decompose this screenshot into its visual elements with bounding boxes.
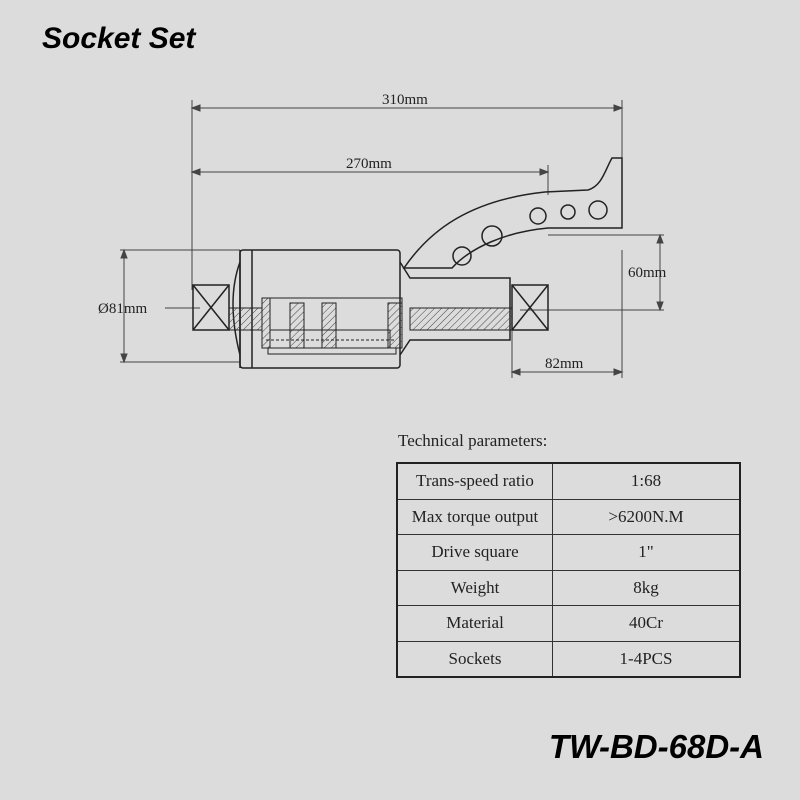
table-row: Trans-speed ratio 1:68 <box>396 462 741 500</box>
dim-height: 60mm <box>628 265 667 281</box>
dim-diameter: Ø81mm <box>98 301 148 317</box>
param-value: 40Cr <box>552 605 741 642</box>
table-row: Drive square 1" <box>396 534 741 571</box>
model-number: TW-BD-68D-A <box>548 728 764 765</box>
table-row: Material 40Cr <box>396 605 741 642</box>
page-title: Socket Set <box>42 22 196 55</box>
table-row: Weight 8kg <box>396 569 741 606</box>
param-label: Drive square <box>396 534 553 571</box>
param-value: >6200N.M <box>552 498 741 535</box>
technical-parameters-caption: Technical parameters: <box>398 431 548 450</box>
param-value: 8kg <box>552 569 741 606</box>
dim-overall-length: 310mm <box>382 92 428 108</box>
table-row: Max torque output >6200N.M <box>396 498 741 535</box>
param-value: 1:68 <box>552 462 741 500</box>
param-label: Weight <box>396 569 553 606</box>
reaction-arm <box>402 157 623 269</box>
param-label: Material <box>396 605 553 642</box>
technical-parameters-table: Trans-speed ratio 1:68 Max torque output… <box>396 462 741 678</box>
hatched-shaft <box>228 297 513 355</box>
param-value: 1-4PCS <box>552 640 741 678</box>
param-label: Sockets <box>396 640 553 678</box>
param-label: Max torque output <box>396 498 553 535</box>
param-value: 1" <box>552 534 741 571</box>
table-row: Sockets 1-4PCS <box>396 640 741 678</box>
dim-body-length: 270mm <box>346 156 392 172</box>
dimension-lines <box>120 100 664 378</box>
dim-reaction-length: 82mm <box>545 356 584 372</box>
param-label: Trans-speed ratio <box>396 462 553 500</box>
dimension-labels: 310mm 270mm Ø81mm 60mm 82mm <box>98 92 667 372</box>
